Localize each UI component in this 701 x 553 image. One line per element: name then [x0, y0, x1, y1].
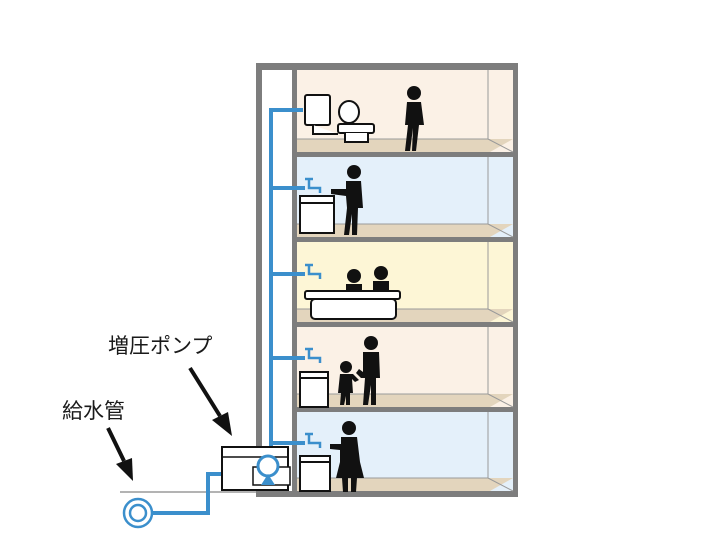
water-main-icon — [122, 497, 154, 529]
faucet-icon — [305, 177, 322, 448]
person-at-counter-icon — [331, 165, 363, 235]
toilet-icon — [304, 94, 375, 143]
sink-icon — [299, 371, 329, 408]
floor-toilet — [297, 70, 514, 153]
bathtub-icon — [304, 290, 401, 320]
person-standing-icon — [405, 86, 424, 151]
booster-pump-label: 増圧ポンプ — [108, 334, 213, 358]
supply-pipe-pointer-arrow — [106, 427, 133, 481]
bathing-people-icon — [346, 266, 389, 292]
booster-pump-icon — [221, 446, 291, 491]
floor-kids-sink — [297, 327, 514, 408]
sink-icon — [299, 455, 331, 492]
parent-and-child-icon — [338, 336, 380, 405]
person-at-sink-icon — [330, 421, 364, 492]
pipe-shaft — [262, 70, 292, 491]
water-supply-pipe-label: 給水管 — [62, 399, 125, 423]
pump-pointer-arrow — [188, 366, 232, 436]
kitchen-counter-icon — [299, 195, 335, 234]
